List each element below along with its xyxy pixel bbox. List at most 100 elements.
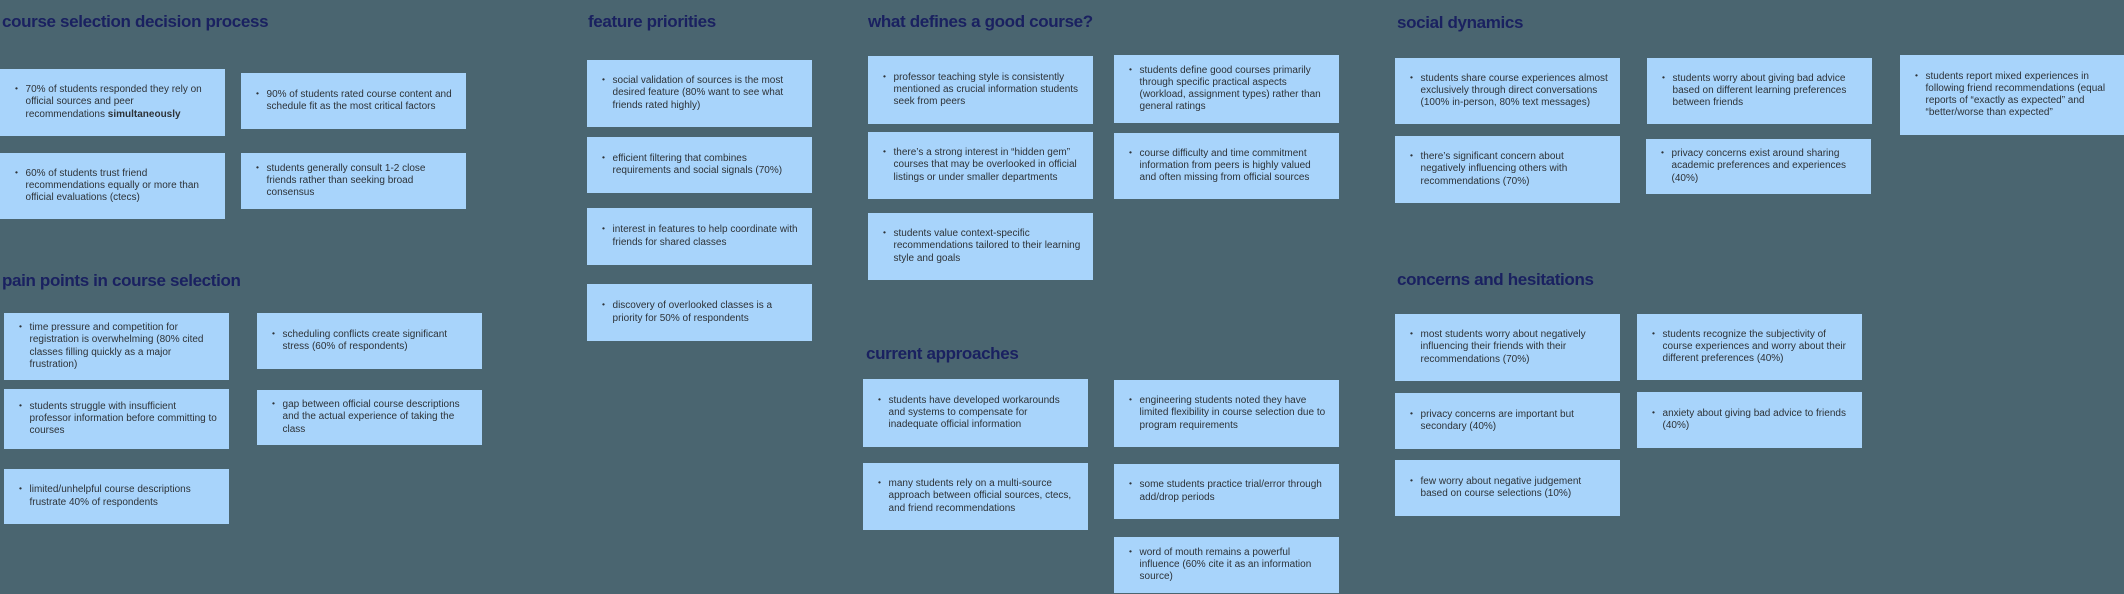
note-text: students struggle with insufficient prof… [29, 400, 217, 437]
sticky-note[interactable]: • privacy concerns are important but seco… [1395, 393, 1620, 449]
sticky-note[interactable]: • engineering students noted they have li… [1114, 380, 1339, 447]
sticky-note[interactable]: • 90% of students rated course content an… [241, 73, 466, 129]
note-text: social validation of sources is the most… [612, 75, 784, 111]
bullet-icon: • [1129, 546, 1132, 557]
sticky-note[interactable]: • many students rely on a multi-source ap… [863, 463, 1088, 530]
sticky-note[interactable]: • students struggle with insufficient pro… [4, 389, 229, 449]
bullet-icon: • [1661, 148, 1664, 158]
note-text: professor teaching style is consistently… [893, 71, 1079, 108]
sticky-note[interactable]: • students value context-specific recomme… [868, 213, 1093, 280]
note-text: students report mixed experiences in fol… [1925, 70, 2106, 119]
note-text: privacy concerns are important but secon… [1420, 408, 1574, 432]
note-text: limited/unhelpful course descriptions fr… [29, 484, 191, 508]
note-text: word of mouth remains a powerful influen… [1139, 546, 1312, 583]
note-text: privacy concerns exist around sharing ac… [1671, 148, 1847, 184]
bullet-icon: • [272, 399, 275, 409]
sticky-note[interactable]: • students report mixed experiences in fo… [1900, 55, 2124, 135]
sticky-note[interactable]: • students recognize the subjectivity of … [1637, 314, 1862, 380]
sticky-note[interactable]: • professor teaching style is consistentl… [868, 56, 1093, 124]
sticky-note[interactable]: • most students worry about negatively in… [1395, 314, 1620, 381]
section-heading-current-approaches: current approaches [866, 344, 1019, 363]
sticky-note[interactable]: • 60% of students trust friend recommenda… [0, 153, 225, 219]
sticky-note[interactable]: •students define good courses primarily … [1114, 55, 1339, 123]
sticky-note[interactable]: • there’s significant concern about negat… [1395, 136, 1620, 203]
bullet-icon: • [1129, 395, 1132, 405]
sticky-note[interactable]: • discovery of overlooked classes is a pr… [587, 284, 812, 341]
bullet-icon: • [883, 147, 886, 157]
bullet-icon: • [1410, 475, 1413, 486]
note-text: students worry about giving bad advice b… [1672, 72, 1847, 109]
bullet-icon: • [602, 224, 605, 234]
note-text: students generally consult 1-2 close fri… [266, 162, 426, 199]
sticky-note[interactable]: • gap between official course description… [257, 390, 482, 445]
bullet-icon: • [1410, 329, 1413, 339]
sticky-note[interactable]: • some students practice trial/error thro… [1114, 464, 1339, 519]
bullet-icon: • [602, 152, 605, 163]
sticky-note[interactable]: • students share course experiences almos… [1395, 58, 1620, 124]
note-text: course difficulty and time commitment in… [1139, 147, 1311, 184]
bullet-icon: • [1652, 407, 1655, 418]
sticky-note[interactable]: • course difficulty and time commitment i… [1114, 133, 1339, 199]
note-text: many students rely on a multi-source app… [888, 478, 1072, 514]
sticky-note[interactable]: •interest in features to help coordinate… [587, 208, 812, 265]
sticky-note[interactable]: • few worry about negative judgement base… [1395, 460, 1620, 516]
sticky-note[interactable]: • efficient filtering that combines requi… [587, 137, 812, 193]
bullet-icon: • [19, 484, 22, 494]
bullet-icon: • [1662, 72, 1665, 83]
bullet-icon: • [883, 71, 886, 82]
bullet-icon: • [19, 322, 22, 332]
sticky-note[interactable]: • limited/unhelpful course descriptions f… [4, 469, 229, 524]
bullet-icon: • [878, 394, 881, 405]
bullet-icon: • [1410, 72, 1413, 83]
bullet-icon: • [1652, 328, 1655, 339]
note-text: engineering students noted they have lim… [1139, 395, 1326, 431]
note-text: gap between official course descriptions… [282, 399, 460, 435]
bullet-icon: • [1410, 151, 1413, 161]
bullet-icon: • [1915, 70, 1918, 80]
note-text: students have developed workarounds and … [888, 394, 1060, 431]
sticky-note[interactable]: • privacy concerns exist around sharing a… [1646, 139, 1871, 194]
sticky-note[interactable]: • students have developed workarounds and… [863, 379, 1088, 447]
sticky-note[interactable]: •scheduling conflicts create significant… [257, 313, 482, 369]
sticky-note[interactable]: • 70% of students responded they rely on … [0, 69, 225, 136]
sticky-note[interactable]: • social validation of sources is the mos… [587, 60, 812, 127]
bullet-icon: • [272, 328, 275, 339]
section-heading-what-defines-a-good-course: what defines a good course? [868, 12, 1093, 31]
section-heading-concerns-and-hesitations: concerns and hesitations [1397, 270, 1594, 289]
bullet-icon: • [878, 478, 881, 488]
note-text: students recognize the subjectivity of c… [1662, 328, 1846, 365]
sticky-note[interactable]: • there’s a strong interest in “hidden ge… [868, 132, 1093, 199]
note-text: students share course experiences almost… [1420, 72, 1608, 109]
section-heading-social-dynamics: social dynamics [1397, 13, 1524, 32]
bullet-icon: • [1129, 479, 1132, 489]
sticky-note[interactable]: • time pressure and competition for regis… [4, 313, 229, 380]
note-text: students value context-specific recommen… [893, 228, 1081, 264]
section-heading-course-selection-decision-process: course selection decision process [2, 12, 269, 31]
sticky-note[interactable]: •anxiety about giving bad advice to frie… [1637, 392, 1862, 448]
note-text: efficient filtering that combines requir… [612, 152, 783, 176]
note-text: 90% of students rated course content and… [266, 88, 452, 112]
bullet-icon: • [883, 228, 886, 238]
note-text: 70% of students responded they rely on o… [25, 84, 202, 120]
note-text: there’s a strong interest in “hidden gem… [893, 147, 1077, 183]
bullet-icon: • [15, 84, 18, 94]
sticky-note[interactable]: •students generally consult 1-2 close fr… [241, 153, 466, 209]
note-text: discovery of overlooked classes is a pri… [612, 300, 773, 324]
note-text: most students worry about negatively inf… [1420, 329, 1586, 365]
note-text: there’s significant concern about negati… [1420, 151, 1568, 187]
sticky-note[interactable]: • word of mouth remains a powerful influe… [1114, 537, 1339, 593]
sticky-note[interactable]: • students worry about giving bad advice … [1647, 58, 1872, 124]
section-heading-pain-points-in-course-selection: pain points in course selection [2, 271, 241, 290]
note-text: few worry about negative judgement based… [1420, 475, 1582, 499]
bullet-icon: • [602, 300, 605, 310]
bullet-icon: • [1129, 147, 1132, 158]
bullet-icon: • [19, 400, 22, 411]
note-text: some students practice trial/error throu… [1139, 479, 1322, 503]
bullet-icon: • [1410, 408, 1413, 419]
bullet-icon: • [15, 167, 18, 178]
note-text: time pressure and competition for regist… [29, 322, 204, 370]
bullet-icon: • [602, 75, 605, 85]
bullet-icon: • [256, 88, 259, 99]
note-text: 60% of students trust friend recommendat… [25, 167, 199, 204]
